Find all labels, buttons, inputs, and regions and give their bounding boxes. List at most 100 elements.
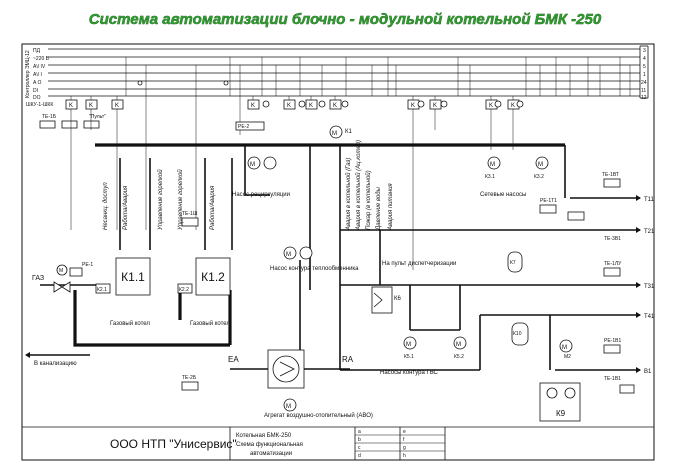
- sensor-k9: [619, 384, 635, 394]
- svg-text:K: K: [411, 103, 415, 109]
- sensor-b1: [603, 344, 621, 354]
- pump-k51: [403, 336, 417, 350]
- svg-text:К5.1: К5.1: [404, 354, 414, 360]
- bus-num-ai4: 5: [643, 64, 646, 70]
- svg-text:PE-1Т1: PE-1Т1: [540, 198, 557, 204]
- svg-text:K: K: [115, 103, 119, 109]
- line-v1: В1: [644, 369, 652, 375]
- tank-k7: [507, 251, 523, 273]
- svg-text:К2.2: К2.2: [179, 287, 189, 293]
- svg-text:К6: К6: [394, 296, 401, 302]
- pump-m2: [559, 339, 573, 353]
- svg-text:К5.2: К5.2: [454, 354, 464, 360]
- diagram-title: Система автоматизации блочно - модульной…: [89, 11, 602, 28]
- svg-text:K: K: [69, 103, 73, 109]
- bus-label-ao: A O: [33, 80, 41, 86]
- bus-num-di: 11: [641, 88, 646, 94]
- avo-label: Агрегат воздушно-отопительный (АВО): [264, 412, 373, 419]
- sensor-t31: [603, 267, 621, 277]
- svg-text:M: M: [538, 162, 543, 168]
- pump-k32: [535, 156, 549, 170]
- svg-text:PE-2: PE-2: [238, 124, 249, 130]
- signal-label-8: Давление воды: [376, 186, 382, 231]
- sewer-label: В канализацию: [34, 361, 77, 367]
- flow-arrows: [25, 195, 641, 373]
- signal-label-2: Управление горелкой: [157, 169, 164, 231]
- svg-text:M: M: [332, 131, 337, 137]
- svg-text:K: K: [489, 103, 493, 109]
- svg-text:f: f: [403, 437, 405, 443]
- burner-k21: [95, 283, 111, 294]
- bus-group-label: Контроллер ЭМЦ-12: [25, 50, 31, 98]
- burner-k22: [177, 283, 193, 294]
- gas-valve-motor: [56, 264, 68, 276]
- svg-text:К1: К1: [345, 129, 352, 135]
- svg-text:К7: К7: [510, 260, 516, 266]
- dispatch-label: На пульт диспетчеризации: [382, 261, 456, 267]
- gas-valve: [53, 281, 63, 293]
- ra-label: RA: [342, 355, 354, 364]
- bus-labels: ПД ~220 B A\/ IV A\/ I A O DI DO 3 4 5 1…: [25, 48, 647, 101]
- bus-num-220: 4: [643, 56, 646, 62]
- svg-text:K: K: [89, 103, 93, 109]
- svg-text:TE-1ЛУ: TE-1ЛУ: [604, 261, 622, 267]
- bus-label-do: DO: [33, 95, 41, 101]
- sensor-bottom: [181, 381, 199, 391]
- stamp-line3: автоматизации: [250, 451, 292, 457]
- title-block: ООО НТП "Унисервис" Котельная БМК-250 Сх…: [22, 426, 654, 460]
- bus-num-ai: 1: [643, 72, 646, 78]
- gvs-pumps-label: Насосы контура ГВС: [380, 370, 439, 376]
- line-t31: Т31: [644, 284, 655, 290]
- bus-num-ao: 24: [641, 80, 647, 86]
- bus-label-pd: ПД: [33, 48, 41, 54]
- pump-recirc-2: [263, 156, 277, 170]
- relay-box-3: [111, 99, 124, 110]
- shkp-label: ШКУ-1-ШКК: [26, 102, 53, 108]
- sensor-pe-t1: [539, 204, 557, 214]
- pump-k52: [453, 336, 467, 350]
- svg-text:M: M: [456, 342, 461, 348]
- bus-num-do: 12: [641, 95, 647, 101]
- network-pumps-label: Сетевые насосы: [480, 192, 526, 198]
- sensor-box-left-2: [61, 120, 78, 129]
- bus-label-di: DI: [33, 88, 38, 94]
- svg-text:M: M: [250, 162, 255, 168]
- relay-contacts: [137, 80, 524, 108]
- relay-box-4: [247, 99, 260, 110]
- main-pipes: [30, 143, 640, 371]
- stamp-line2: Схема функциональная: [236, 442, 303, 448]
- relay-box-5: [283, 99, 296, 110]
- ea-label: ЕА: [228, 355, 239, 364]
- exchanger-pump-label: Насос контура теплообменника: [270, 266, 359, 272]
- svg-text:К10: К10: [513, 331, 522, 337]
- line-t11: Т11: [644, 197, 655, 203]
- svg-text:M: M: [562, 345, 567, 351]
- svg-text:К3.1: К3.1: [485, 174, 495, 180]
- svg-text:PE-1В1: PE-1В1: [604, 338, 621, 344]
- boiler-label-1: Газовый котел: [110, 320, 150, 327]
- boiler-k11: [115, 257, 151, 296]
- avo-fan: [272, 355, 300, 383]
- stamp-company: ООО НТП "Унисервис": [110, 437, 237, 451]
- svg-text:TE-1ВТ: TE-1ВТ: [602, 172, 619, 178]
- svg-text:PE-1: PE-1: [82, 262, 93, 268]
- svg-text:M: M: [286, 404, 291, 410]
- svg-text:М2: М2: [564, 354, 571, 360]
- signal-label-7: Пожар (в котельной): [365, 170, 372, 230]
- svg-text:M: M: [286, 252, 291, 258]
- svg-text:K: K: [433, 103, 437, 109]
- recirc-pump-label: Насос рециркуляции: [232, 192, 290, 198]
- svg-text:К2.1: К2.1: [97, 287, 107, 293]
- svg-text:TE-1В1: TE-1В1: [604, 376, 621, 382]
- pump-k31: [487, 156, 501, 170]
- svg-text:TE-3В1: TE-3В1: [604, 236, 621, 242]
- signal-drops: [70, 57, 631, 100]
- bus-num-pd: 3: [643, 48, 646, 54]
- boiler-k12: [195, 257, 231, 296]
- pump-recirc-1: [247, 156, 261, 170]
- svg-text:К9: К9: [556, 409, 566, 418]
- gas-label: ГАЗ: [32, 275, 44, 282]
- svg-text:a: a: [358, 429, 361, 435]
- signal-label-6: Авария в котельной (Ац.котел): [355, 140, 362, 231]
